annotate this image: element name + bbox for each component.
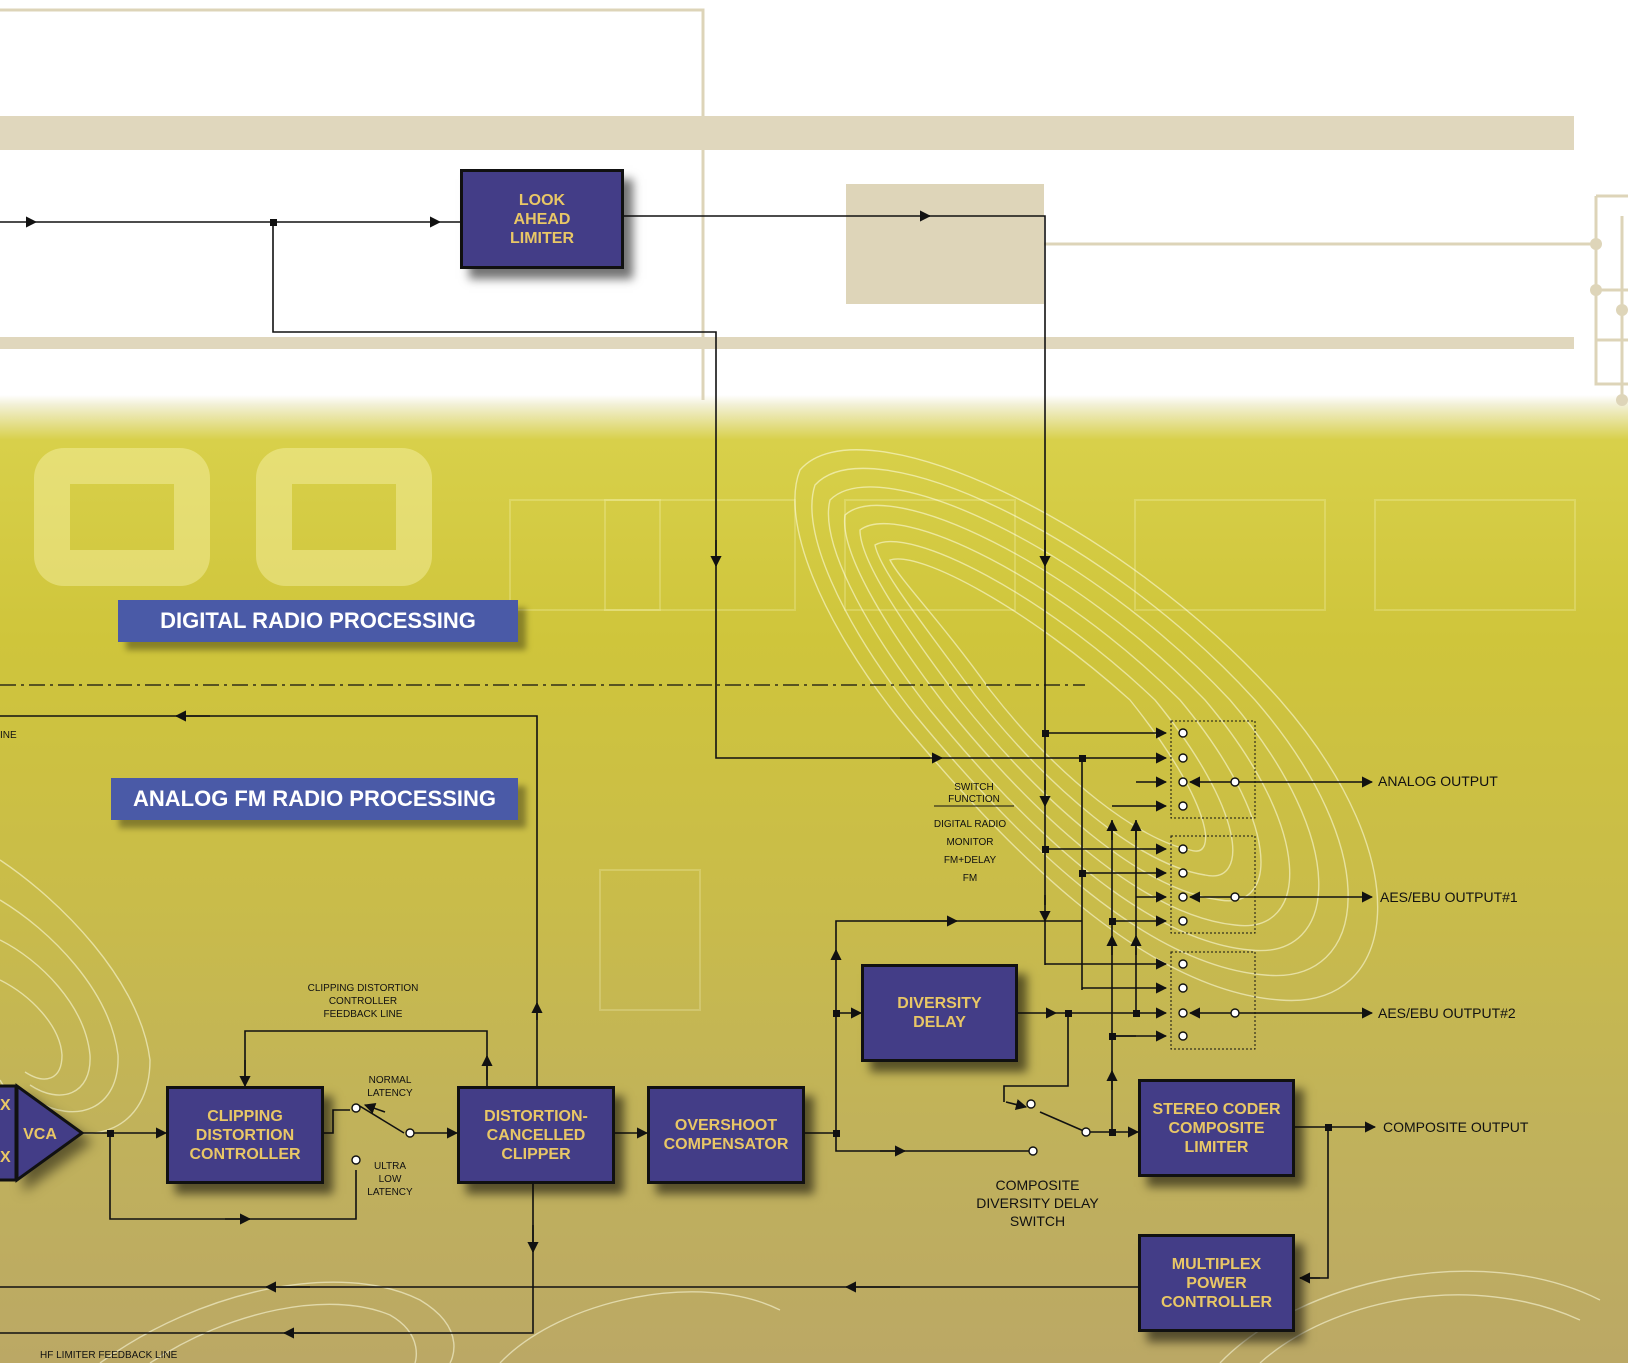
ultra-low-latency-label: ULTRA LOW LATENCY xyxy=(367,1161,413,1198)
ghost-square xyxy=(34,448,210,586)
junction-dots xyxy=(107,219,1332,1137)
switch-option-fm: FM xyxy=(962,873,978,884)
look-ahead-limiter-block: LOOK AHEAD LIMITER xyxy=(460,169,624,269)
aes-ebu-output-1-label: AES/EBU OUTPUT#1 xyxy=(1380,889,1518,905)
ghost-square xyxy=(256,448,432,586)
background-band xyxy=(0,116,1574,150)
analog-output-label: ANALOG OUTPUT xyxy=(1378,773,1498,789)
switch-option-digital: DIGITAL RADIO xyxy=(933,819,1007,830)
vca-label: VCA xyxy=(23,1125,57,1143)
vca-left-glyph: X xyxy=(0,1149,11,1166)
output-switch-boxes xyxy=(1170,720,1256,1050)
analog-section-banner: ANALOG FM RADIO PROCESSING xyxy=(111,778,518,820)
composite-output-label: COMPOSITE OUTPUT xyxy=(1383,1119,1529,1135)
switch-option-fm-delay: FM+DELAY xyxy=(943,855,997,866)
background-band xyxy=(0,337,1574,349)
switch-contacts xyxy=(351,728,1240,1165)
normal-latency-label: NORMAL LATENCY xyxy=(367,1075,413,1099)
stereo-coder-composite-limiter-block: STEREO CODER COMPOSITE LIMITER xyxy=(1138,1079,1295,1177)
vca-left-block xyxy=(0,1084,18,1182)
clipping-distortion-controller-block: CLIPPING DISTORTION CONTROLLER xyxy=(166,1086,324,1184)
hf-feedback-label: HF LIMITER FEEDBACK LINE xyxy=(40,1350,178,1361)
aes-ebu-output-2-label: AES/EBU OUTPUT#2 xyxy=(1378,1005,1516,1021)
multiplex-power-controller-block: MULTIPLEX POWER CONTROLLER xyxy=(1138,1234,1295,1332)
digital-section-banner: DIGITAL RADIO PROCESSING xyxy=(118,600,518,642)
switch-function-label: SWITCH FUNCTION xyxy=(948,782,1000,805)
decorative-swirls xyxy=(0,449,1601,1363)
diversity-delay-block: DIVERSITY DELAY xyxy=(861,964,1018,1062)
distortion-cancelled-clipper-block: DISTORTION- CANCELLED CLIPPER xyxy=(457,1086,615,1184)
switch-option-monitor: MONITOR xyxy=(946,837,994,848)
cut-line-label: INE xyxy=(0,730,17,741)
background-tile xyxy=(846,184,1044,304)
overshoot-compensator-block: OVERSHOOT COMPENSATOR xyxy=(647,1086,805,1184)
clipping-feedback-label: CLIPPING DISTORTION CONTROLLER FEEDBACK … xyxy=(307,983,419,1020)
vca-left-glyph: X xyxy=(0,1097,11,1114)
composite-switch-label: COMPOSITE DIVERSITY DELAY SWITCH xyxy=(976,1177,1099,1229)
frame-node xyxy=(1590,238,1628,406)
background-ghost-blocks xyxy=(509,499,1576,1011)
